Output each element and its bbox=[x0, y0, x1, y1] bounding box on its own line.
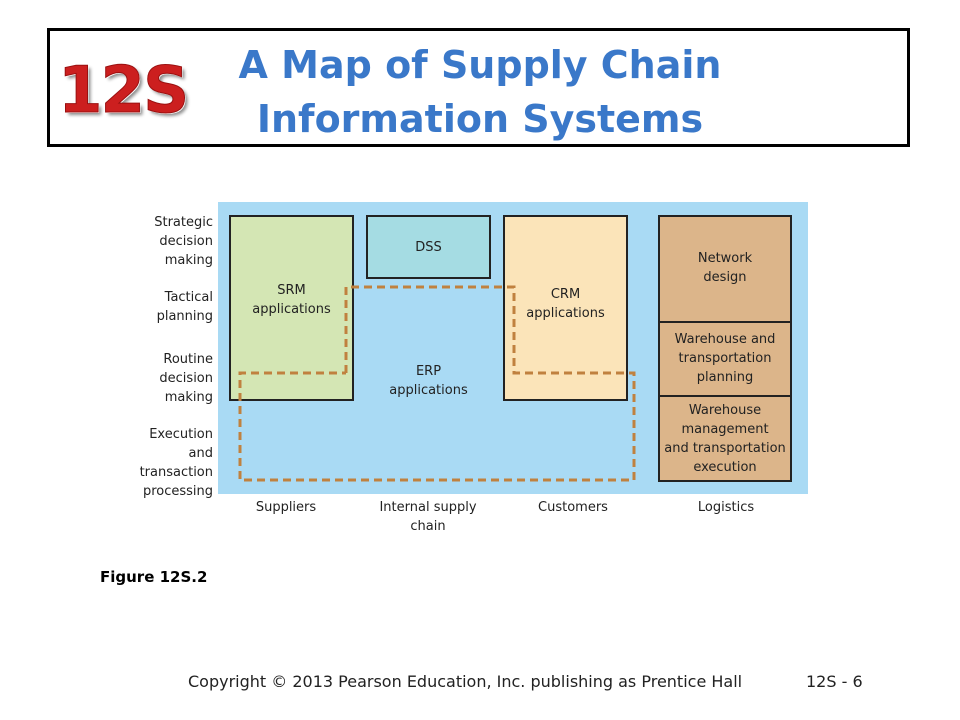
slide-title: A Map of Supply Chain Information System… bbox=[180, 38, 780, 146]
warehouse-planning-label: Warehouse and transportation planning bbox=[674, 332, 776, 385]
erp-dashed-boundary bbox=[238, 285, 636, 482]
chapter-logo: 12S bbox=[58, 54, 190, 128]
srm-box: SRM applications bbox=[229, 215, 354, 401]
dss-box: DSS bbox=[366, 215, 491, 279]
page-number: 12S - 6 bbox=[806, 672, 863, 691]
title-box bbox=[47, 28, 910, 147]
column-label-logistics: Logistics bbox=[697, 500, 755, 515]
network-design-label: Network design bbox=[697, 251, 753, 285]
row-label-execution: Execution and transaction processing bbox=[139, 427, 213, 499]
srm-label: SRM applications bbox=[252, 283, 331, 317]
column-label-internal: Internal supply chain bbox=[379, 500, 477, 534]
warehouse-execution-label: Warehouse management and transportation … bbox=[664, 403, 786, 475]
warehouse-execution-box: Warehouse management and transportation … bbox=[658, 395, 792, 482]
copyright-text: Copyright © 2013 Pearson Education, Inc.… bbox=[188, 672, 743, 691]
column-label-customers: Customers bbox=[538, 500, 608, 515]
dss-label: DSS bbox=[415, 240, 442, 255]
slide-title-line2: Information Systems bbox=[256, 97, 704, 141]
crm-label: CRM applications bbox=[526, 287, 605, 321]
row-label-strategic: Strategic decision making bbox=[154, 215, 213, 268]
warehouse-planning-box: Warehouse and transportation planning bbox=[658, 321, 792, 397]
row-label-routine: Routine decision making bbox=[159, 352, 213, 405]
network-design-box: Network design bbox=[658, 215, 792, 323]
row-label-tactical: Tactical planning bbox=[156, 290, 213, 324]
crm-box: CRM applications bbox=[503, 215, 628, 401]
figure-caption: Figure 12S.2 bbox=[100, 568, 208, 586]
erp-label: ERP applications bbox=[389, 364, 468, 398]
column-label-suppliers: Suppliers bbox=[255, 500, 317, 515]
slide-title-line1: A Map of Supply Chain bbox=[238, 43, 722, 87]
